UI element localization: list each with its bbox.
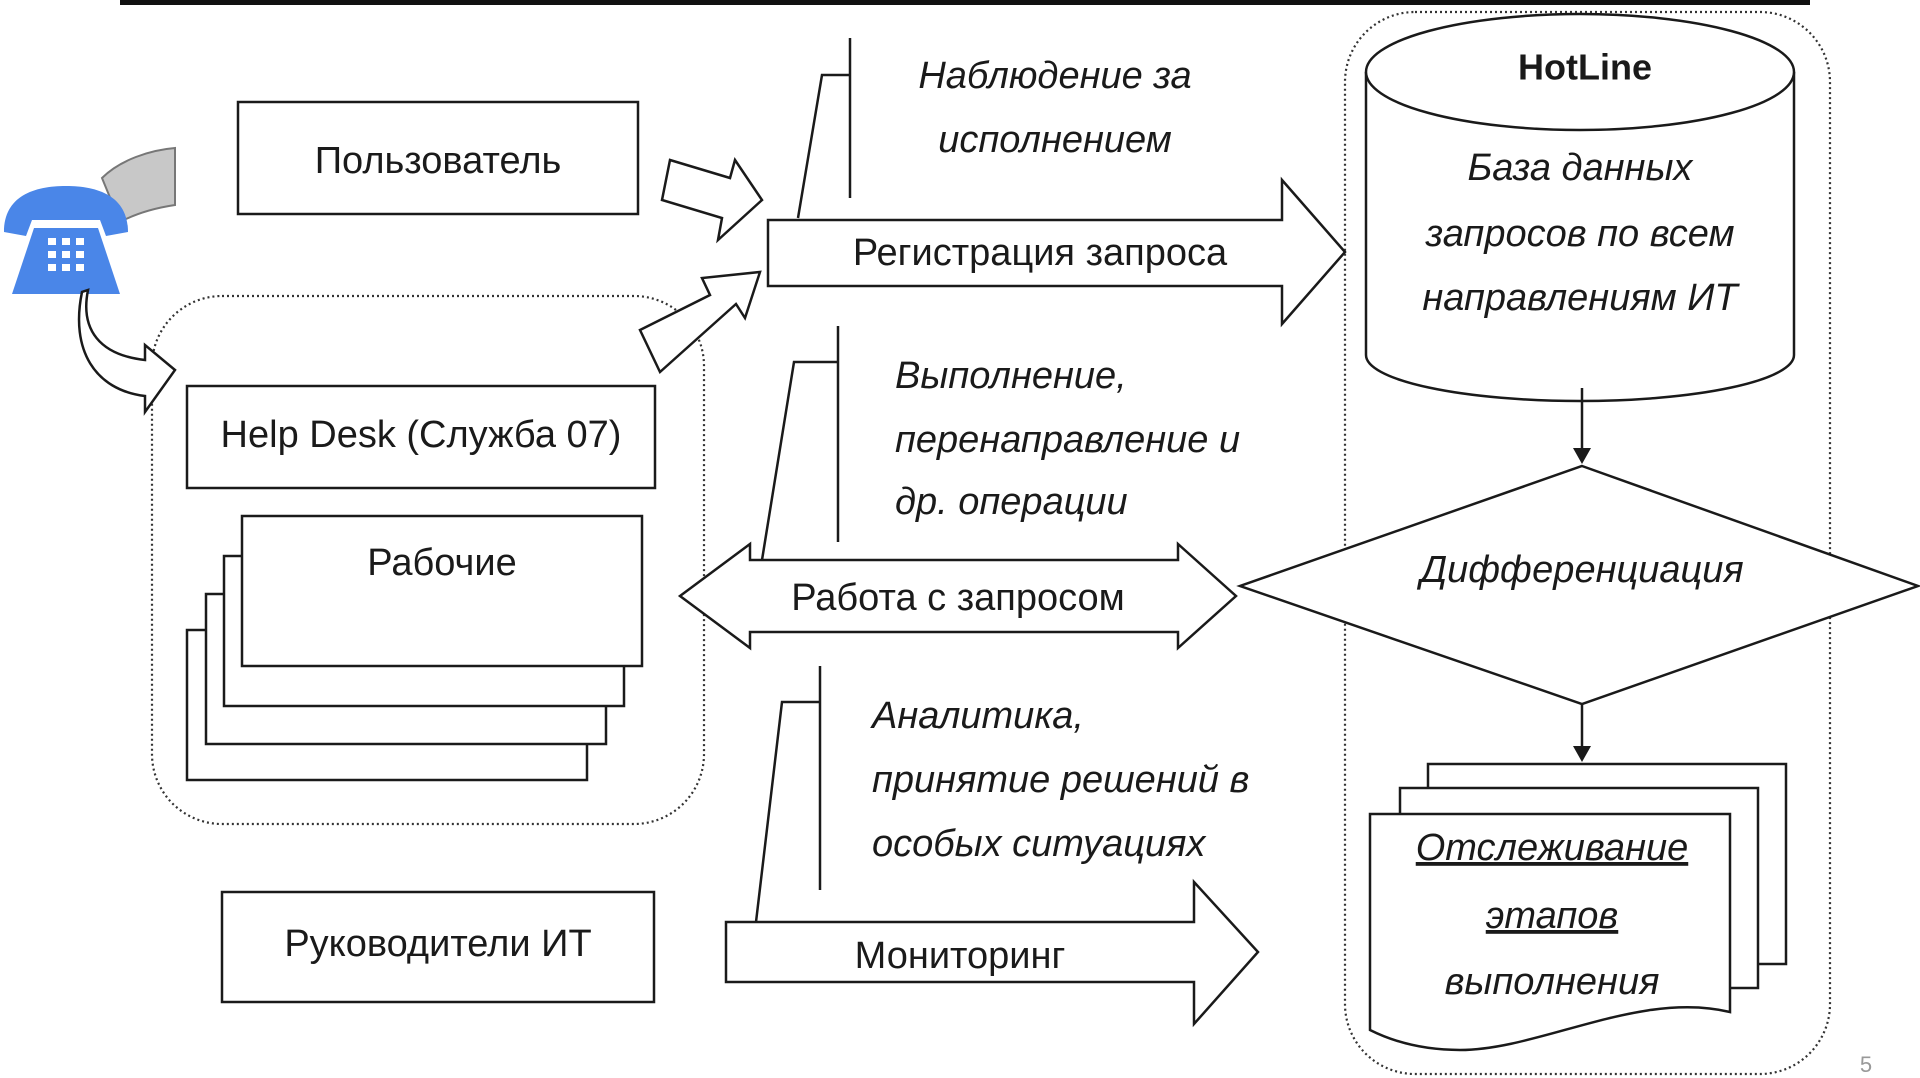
db-to-diff-arrowhead	[1573, 448, 1591, 464]
exec-note-line1: Выполнение,	[895, 355, 1127, 397]
registration-label: Регистрация запроса	[853, 232, 1228, 274]
phone-to-helpdesk-arrow	[77, 288, 177, 416]
observe-note-line2: исполнением	[938, 119, 1172, 161]
page-number: 5	[1860, 1052, 1872, 1077]
analytics-note-line1: Аналитика,	[870, 695, 1084, 737]
tracking-line2: этапов	[1486, 895, 1619, 937]
monitoring-label: Мониторинг	[855, 935, 1066, 977]
hotline-group-frame	[1343, 10, 1832, 1076]
managers-box	[220, 890, 656, 1004]
tracking-line3: выполнения	[1445, 961, 1660, 1003]
hotline-database	[1364, 12, 1796, 403]
execution-callout	[760, 326, 840, 561]
helpdesk-label: Help Desk (Служба 07)	[221, 414, 622, 456]
helpdesk-group-frame	[150, 294, 706, 826]
work-request-label: Работа с запросом	[791, 577, 1125, 619]
observe-note-line1: Наблюдение за	[918, 55, 1191, 97]
work-request-arrow	[677, 541, 1238, 651]
database-line1: База данных	[1468, 147, 1695, 189]
user-box	[236, 100, 640, 216]
observe-callout	[796, 38, 852, 219]
workers-stack	[185, 514, 644, 782]
managers-label: Руководители ИТ	[284, 923, 591, 965]
diff-to-tracking-arrowhead	[1573, 746, 1591, 762]
monitoring-arrow	[724, 878, 1260, 1028]
hotline-title: HotLine	[1518, 47, 1652, 88]
analytics-note-line2: принятие решений в	[872, 759, 1249, 801]
tracking-documents	[1368, 762, 1788, 1052]
differentiation-label: Дифференциация	[1416, 549, 1743, 591]
workers-label: Рабочие	[367, 542, 516, 584]
exec-note-line3: др. операции	[895, 481, 1128, 523]
top-border-bar	[120, 0, 1810, 5]
user-label: Пользователь	[315, 140, 562, 182]
helpdesk-to-registration-arrow	[638, 270, 762, 375]
tracking-line1: Отслеживание	[1416, 827, 1689, 869]
analytics-note-line3: особых ситуациях	[872, 823, 1207, 865]
telephone-icon	[4, 146, 176, 294]
database-line2: запросов по всем	[1424, 213, 1734, 255]
helpdesk-box	[185, 384, 657, 490]
user-to-registration-arrow	[660, 157, 764, 244]
analytics-callout	[754, 666, 822, 923]
database-line3: направлениям ИТ	[1422, 277, 1740, 319]
registration-arrow	[766, 176, 1347, 328]
exec-note-line2: перенаправление и	[895, 419, 1240, 461]
